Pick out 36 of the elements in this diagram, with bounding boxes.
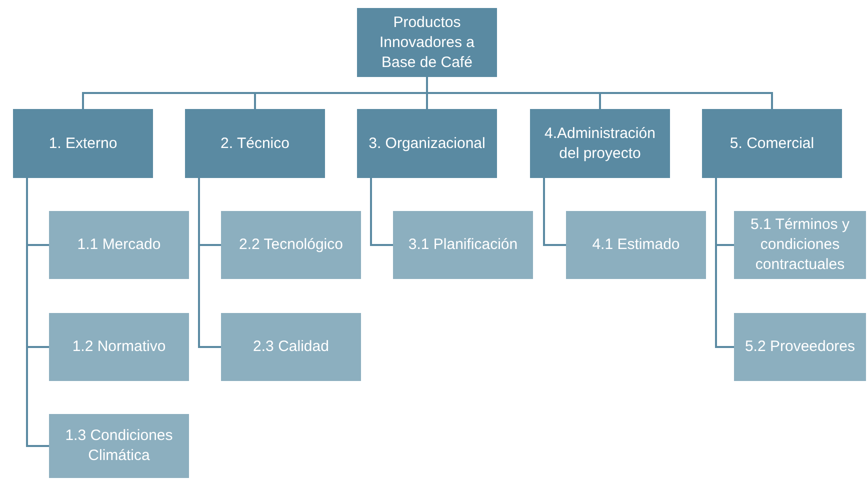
category-box bbox=[393, 211, 533, 279]
node-label: 3. Organizacional bbox=[368, 134, 486, 154]
node-label: Productos Innovadores a Base de Café bbox=[378, 12, 476, 72]
node-label: 1. Externo bbox=[48, 134, 118, 154]
node-label: 5.2 Proveedores bbox=[744, 337, 856, 357]
category-box bbox=[221, 313, 361, 381]
node-label: 5. Comercial bbox=[730, 134, 814, 154]
connector-line bbox=[543, 178, 566, 246]
node-label: 1.3 Condiciones Climática bbox=[64, 426, 174, 466]
connector-line bbox=[426, 77, 773, 109]
node-label: 2. Técnico bbox=[220, 134, 290, 154]
node-label: 2.3 Calidad bbox=[253, 337, 329, 357]
node-label: 3.1 Planificación bbox=[408, 235, 518, 255]
category-box bbox=[13, 109, 153, 178]
node-label: 2.2 Tecnológico bbox=[239, 235, 343, 255]
category-box bbox=[530, 109, 670, 178]
category-box bbox=[734, 313, 866, 381]
root-box bbox=[357, 8, 497, 77]
connector-line bbox=[198, 178, 221, 348]
category-box bbox=[221, 211, 361, 279]
category-box bbox=[357, 109, 497, 178]
category-box bbox=[185, 109, 325, 178]
connector-line bbox=[370, 178, 393, 246]
node-label: 5.1 Términos y condiciones contractuales bbox=[750, 215, 850, 275]
node-label: 1.1 Mercado bbox=[77, 235, 161, 255]
category-box bbox=[702, 109, 842, 178]
node-label: 1.2 Normativo bbox=[72, 337, 166, 357]
category-box bbox=[49, 414, 189, 478]
category-box bbox=[566, 211, 706, 279]
category-box bbox=[49, 211, 189, 279]
category-box bbox=[734, 211, 866, 279]
category-box bbox=[49, 313, 189, 381]
node-label: 4.Administración del proyecto bbox=[544, 124, 656, 164]
node-label: 4.1 Estimado bbox=[592, 235, 680, 255]
connector-line bbox=[715, 178, 734, 348]
connector-line bbox=[26, 178, 49, 447]
